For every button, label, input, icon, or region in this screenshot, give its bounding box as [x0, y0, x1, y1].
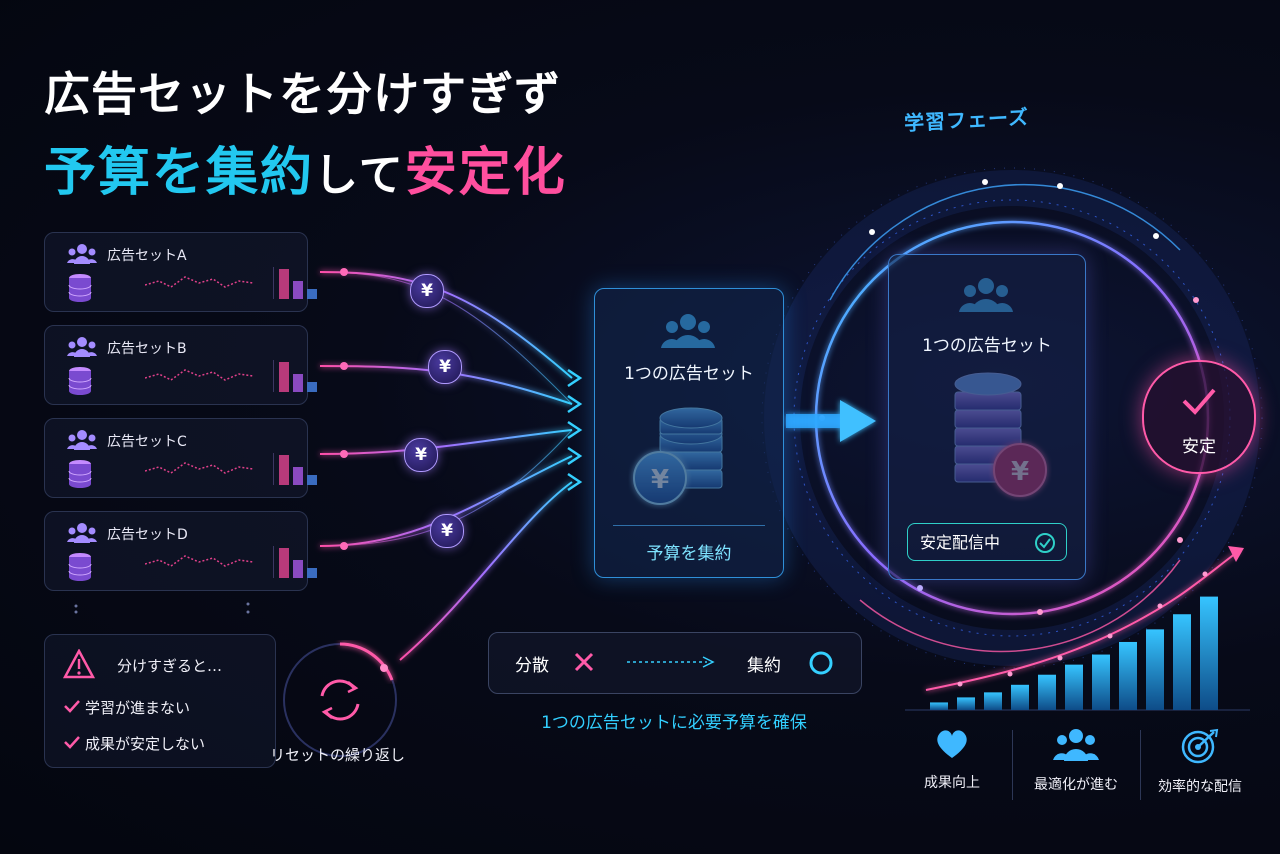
people-icon — [1053, 729, 1099, 761]
people-icon — [67, 337, 97, 357]
stable-ad-set-box: 1つの広告セット 安定配信中 — [888, 254, 1086, 580]
database-icon — [68, 460, 92, 488]
growth-bar — [1200, 596, 1218, 710]
growth-bar — [984, 692, 1002, 710]
ad-set-card: 広告セットC — [44, 418, 317, 498]
divider — [1012, 730, 1013, 800]
growth-bar — [1119, 641, 1137, 710]
comparison-right-label: 集約 — [747, 656, 781, 676]
cross-icon — [574, 652, 594, 672]
mini-bar-chart — [273, 267, 317, 299]
mini-bar-chart — [273, 546, 317, 578]
yen-coin-icon: ¥ — [404, 438, 438, 472]
mini-bar-chart — [273, 453, 317, 485]
sparkline — [145, 369, 254, 381]
consolidated-ad-set-box: 1つの広告セット 予算を集約 — [594, 288, 784, 578]
heart-icon — [937, 730, 967, 758]
stable-badge-label: 安定 — [1182, 437, 1216, 457]
check-icon — [1182, 388, 1216, 415]
database-icon — [68, 274, 92, 302]
database-icon — [68, 553, 92, 581]
mini-bar-chart — [273, 360, 317, 392]
stable-badge: 安定 — [1142, 360, 1256, 474]
consolidate-arrow — [786, 400, 876, 442]
benefit-label: 最適化が進む — [1034, 777, 1118, 793]
title-highlight-consolidate: 予算を集約 — [44, 143, 315, 203]
check-circle-icon — [1035, 533, 1055, 553]
refresh-icon — [320, 679, 360, 721]
ad-set-card: 広告セットA — [44, 232, 317, 312]
benefit-label: 成果向上 — [924, 775, 980, 791]
sparkline — [145, 462, 254, 474]
consolidated-box-label: 予算を集約 — [646, 544, 732, 564]
divider — [1140, 730, 1141, 800]
benefit-optimization: 最適化が進む — [1016, 728, 1136, 794]
ad-set-label: 広告セットA — [107, 248, 187, 264]
comparison-panel: 分散 集約 — [488, 632, 862, 694]
warning-item: 成果が安定しない — [85, 735, 206, 753]
dotted-arrow-icon — [627, 656, 715, 668]
sparkline — [145, 276, 254, 288]
stable-status-text: 安定配信中 — [920, 533, 1001, 552]
growth-bar — [1011, 684, 1029, 710]
title-highlight-stabilize: 安定化 — [404, 143, 567, 203]
budget-flow-lines — [319, 271, 573, 661]
people-icon — [67, 523, 97, 543]
reset-cycle — [283, 642, 397, 757]
flow-arrowheads — [567, 368, 583, 492]
benefit-performance: 成果向上 — [892, 728, 1012, 792]
stable-box-title: 1つの広告セット — [922, 336, 1052, 356]
warning-icon — [63, 649, 95, 679]
check-icon — [64, 700, 80, 713]
database-icon — [68, 367, 92, 395]
benefit-efficiency: 効率的な配信 — [1140, 728, 1260, 796]
target-icon — [1181, 728, 1219, 764]
ellipsis-dots — [74, 602, 250, 614]
ad-set-card: 広告セットB — [44, 325, 317, 405]
ad-set-label: 広告セットB — [107, 341, 187, 357]
growth-bar — [1065, 664, 1083, 710]
growth-bar — [1038, 674, 1056, 710]
benefit-label: 効率的な配信 — [1158, 779, 1242, 795]
growth-bar — [957, 697, 975, 710]
yen-coin-icon: ¥ — [430, 514, 464, 548]
title-line-1: 広告セットを分けすぎず — [44, 67, 561, 121]
comparison-caption: 1つの広告セットに必要予算を確保 — [541, 713, 807, 733]
ad-set-label: 広告セットC — [107, 434, 187, 450]
reset-label: リセットの繰り返し — [270, 746, 406, 764]
growth-bar — [930, 702, 948, 710]
growth-chart — [905, 546, 1250, 711]
circle-ok-icon — [809, 651, 833, 675]
growth-bar — [1092, 654, 1110, 710]
growth-bar — [1146, 629, 1164, 710]
yen-coin-icon: ¥ — [428, 350, 462, 384]
title-line-2: 予算を集約して安定化 — [44, 130, 567, 205]
sparkline — [145, 555, 254, 567]
stable-status-badge: 安定配信中 — [907, 523, 1067, 561]
flow-start-dots — [340, 268, 348, 550]
people-icon — [67, 430, 97, 450]
title-connector: して — [314, 150, 405, 201]
comparison-left-label: 分散 — [515, 656, 549, 676]
ad-set-label: 広告セットD — [107, 527, 188, 543]
warning-item: 学習が進まない — [85, 699, 191, 717]
ad-set-card: 広告セットD — [44, 511, 317, 591]
yen-coin-icon: ¥ — [410, 274, 444, 308]
divider — [613, 525, 765, 526]
warning-panel: 分けすぎると… 学習が進まない 成果が安定しない — [44, 634, 276, 768]
people-icon — [67, 244, 97, 264]
consolidated-box-title: 1つの広告セット — [624, 364, 754, 384]
growth-bar — [1173, 614, 1191, 710]
warning-title: 分けすぎると… — [117, 657, 223, 675]
check-icon — [64, 736, 80, 749]
